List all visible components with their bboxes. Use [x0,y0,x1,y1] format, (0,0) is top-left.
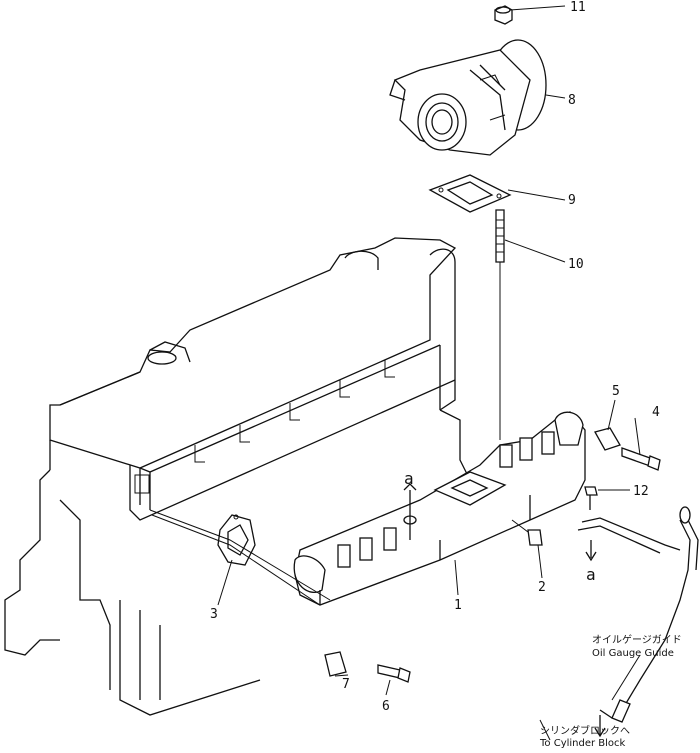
callout-7: 7 [342,677,350,692]
marker-a-upper: a [404,469,414,488]
spacer-lower [324,651,347,677]
callout-5: 5 [612,384,620,399]
marker-a-lower: a [586,565,596,584]
manifold-gasket [217,514,256,566]
cylinder-block-note-jp: シリンダブロックへ [540,724,630,737]
turbo-gasket [428,174,512,213]
callout-1: 1 [454,598,462,613]
callout-6: 6 [382,699,390,714]
bolt-12 [584,486,598,510]
callout-4: 4 [652,405,660,420]
cylinder-block-note-en: To Cylinder Block [539,738,626,749]
stud-bolt [495,209,505,440]
oil-gauge-note-en: Oil Gauge Guide [592,648,674,659]
oil-gauge-note-jp: オイルゲージガイド [592,634,682,646]
callout-9: 9 [568,193,576,208]
callout-2: 2 [538,580,546,595]
turbocharger [389,39,547,156]
callout-10: 10 [568,257,584,272]
drain-plug [511,519,543,546]
oil-gauge-guide [577,506,699,738]
bolt-lower [377,664,411,683]
spacer-upper [594,427,621,451]
exhaust-manifold [293,411,586,606]
nut [494,5,513,25]
leader-lines [149,5,641,741]
callout-12: 12 [633,484,649,499]
ref-arrow-a-lower [585,551,597,562]
engine-block [4,237,471,716]
callout-3: 3 [210,607,218,622]
callout-8: 8 [568,93,576,108]
bolt-upper [621,447,661,471]
callout-11: 11 [570,0,586,15]
ref-arrow-a-upper [403,483,417,491]
